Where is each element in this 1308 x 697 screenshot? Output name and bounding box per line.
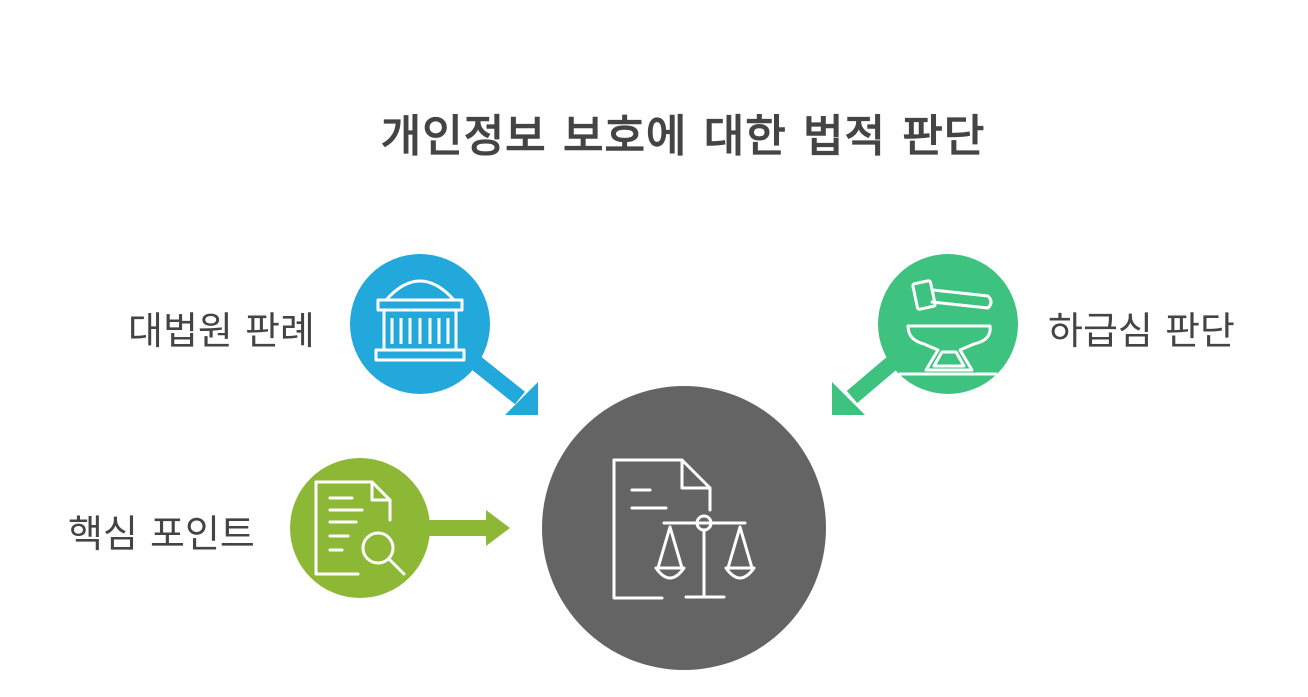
- key-points-node: [290, 458, 430, 598]
- arrow-supreme-to-center: [465, 351, 538, 415]
- key-points-label: 핵심 포인트: [68, 512, 255, 556]
- supreme-court-label: 대법원 판례: [128, 309, 315, 353]
- document-search-icon: [314, 480, 406, 576]
- key-points-circle: [290, 458, 430, 598]
- gavel-anvil-icon: [898, 279, 998, 376]
- supreme-court-node: [350, 254, 490, 394]
- center-circle: [542, 386, 826, 670]
- arrow-key-to-center: [420, 510, 510, 546]
- document-scales-icon: [612, 458, 756, 600]
- courthouse-icon: [374, 279, 466, 362]
- center-node: [542, 386, 826, 670]
- diagram-title: 개인정보 보호에 대한 법적 판단: [380, 111, 986, 162]
- lower-court-node: [878, 254, 1018, 394]
- lower-court-label: 하급심 판단: [1048, 309, 1235, 353]
